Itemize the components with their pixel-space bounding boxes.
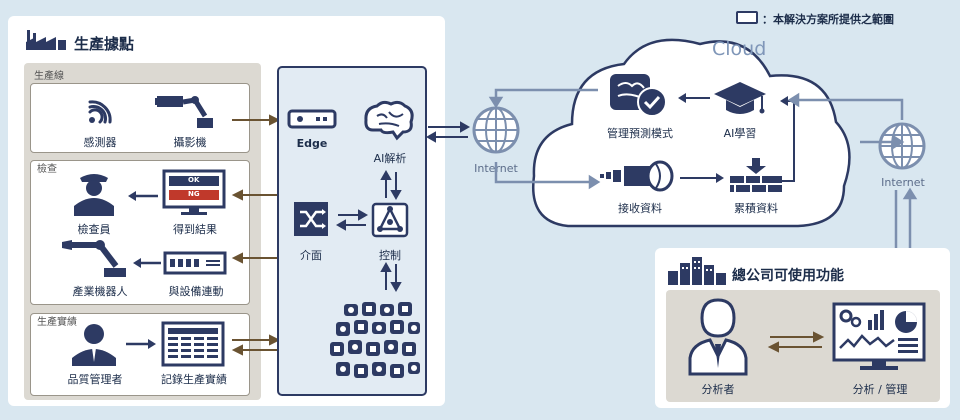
analyst-icon (688, 298, 748, 376)
internet-label-right: Internet (881, 176, 925, 189)
arrow-result-to-inspector (128, 191, 158, 201)
arrows-analyst-dashboard (767, 331, 825, 353)
arrows-ai-control (380, 169, 402, 201)
section-label-inspection: 檢查 (37, 164, 57, 175)
factory-edge-connectors (231, 114, 281, 356)
arrows-cloud-internet-right (787, 92, 905, 150)
accumulate-data-label: 累積資料 (734, 202, 778, 215)
globe-icon-right (878, 122, 926, 170)
legend-swatch (736, 11, 758, 24)
arrows-interface-control (335, 209, 369, 231)
dashboard-monitor-icon (832, 302, 926, 370)
arrows-internet-left-cloud (488, 88, 601, 190)
factory-title: 生產據點 (74, 35, 135, 53)
sensor-icon (88, 100, 112, 124)
arrow-equipment-to-robot (133, 258, 161, 268)
hq-title: 總公司可使用功能 (732, 268, 844, 284)
ai-learning-label: AI學習 (723, 127, 757, 140)
inspector-icon (74, 174, 114, 216)
prediction-model-label: 管理預測模式 (607, 127, 673, 140)
ng-label: NG (188, 190, 200, 198)
factory-icon (26, 30, 66, 50)
arrow-receive-to-accumulate (680, 173, 724, 183)
camera-icon (155, 96, 213, 128)
quality-manager-label: 品質管理者 (67, 373, 123, 386)
section-label-production-record: 生產實績 (37, 317, 77, 328)
equipment-link-icon (163, 251, 227, 275)
receive-data-icon (600, 160, 674, 192)
records-label: 記錄生產實績 (161, 373, 227, 386)
control-label: 控制 (379, 249, 401, 262)
monitor-result-icon (162, 169, 226, 215)
interface-label: 介面 (300, 249, 322, 262)
quality-manager-icon (72, 324, 116, 366)
buildings-icon (668, 257, 726, 285)
graduation-cap-icon (714, 82, 766, 114)
ok-label: OK (188, 176, 200, 184)
globe-icon-left (472, 106, 520, 154)
legend-text: ：本解決方案所提供之範圍 (762, 13, 894, 26)
arrow-ai-to-model (678, 93, 710, 103)
robot-label: 產業機器人 (72, 285, 128, 298)
receive-data-label: 接收資料 (618, 202, 662, 215)
section-label-production-line: 生產線 (34, 71, 64, 82)
records-sheet-icon (161, 321, 225, 367)
camera-label: 攝影機 (173, 136, 207, 149)
sensor-label: 感測器 (83, 136, 117, 149)
result-label: 得到結果 (173, 223, 217, 236)
section-production-line (30, 83, 250, 153)
analyst-label: 分析者 (701, 383, 735, 396)
robot-arm-icon (62, 240, 126, 277)
arrows-edge-internet (425, 121, 471, 143)
interface-icon (294, 202, 328, 236)
inspector-label: 檢查員 (77, 223, 111, 236)
iot-devices-icon (330, 302, 420, 378)
ai-analysis-label: AI解析 (373, 152, 407, 165)
accumulate-data-icon (730, 158, 782, 192)
edge-device-icon (287, 109, 337, 129)
arrows-control-devices (380, 261, 402, 293)
arrow-manager-to-records (126, 339, 156, 349)
analysis-management-label: 分析 / 管理 (852, 383, 908, 396)
edge-label: Edge (296, 137, 328, 150)
equipment-link-label: 與設備連動 (168, 285, 224, 298)
prediction-model-icon (610, 74, 667, 117)
ai-brain-icon (364, 100, 414, 141)
control-icon (371, 202, 409, 238)
cloud-title: Cloud (712, 38, 767, 60)
